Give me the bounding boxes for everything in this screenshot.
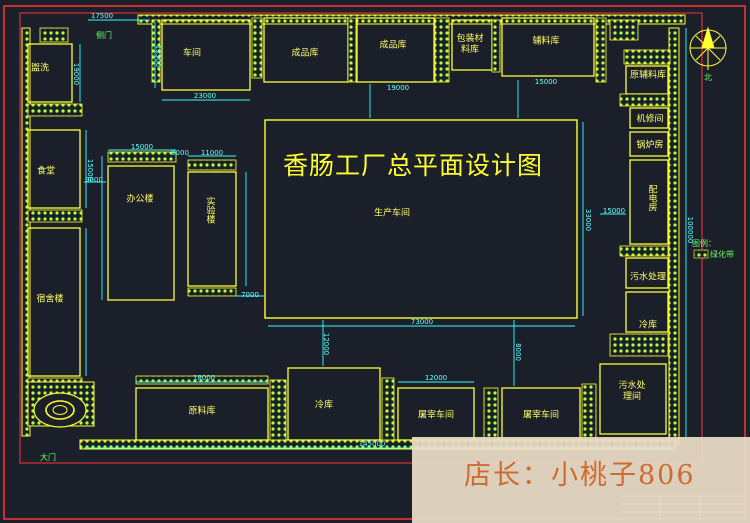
gate-label: 大门	[40, 453, 56, 462]
mid-buildings	[107, 165, 237, 301]
dim-label: 9000	[85, 176, 103, 184]
room-label-right3: 锅炉房	[636, 140, 664, 151]
dim-label: 13500	[154, 44, 162, 68]
room-label-top5: 辅料库	[532, 36, 560, 47]
room-label-mid1: 办公楼	[126, 194, 154, 205]
dim-label: 19000	[386, 84, 410, 92]
dim-label: 12000	[322, 332, 330, 356]
room-label-right6: 冷库	[638, 320, 658, 331]
left-hatch-strips	[27, 27, 83, 385]
dim-label: 15000	[602, 207, 626, 215]
room-label-top4: 包装材料库	[456, 34, 484, 55]
right-hatch-strips	[609, 49, 671, 357]
room-label-mid2: 实验楼	[204, 196, 215, 224]
dim-label: 19000	[72, 62, 80, 86]
legend-item: 绿化带	[710, 250, 734, 259]
dim-label: 33000	[584, 208, 592, 232]
room-label-right2: 机修间	[636, 114, 664, 125]
dim-label: 73000	[410, 318, 434, 326]
watermark-text: 店长：小桃子806	[464, 460, 696, 491]
room-label-right1: 原辅料库	[629, 70, 667, 81]
dim-label: 11000	[200, 149, 224, 157]
production-hall	[264, 119, 578, 319]
right-buildings	[599, 65, 669, 435]
dim-label: 18000	[192, 374, 216, 382]
room-label-left3: 宿舍楼	[36, 294, 64, 305]
green-belt-right	[668, 27, 680, 444]
dim-label: 17500	[90, 12, 114, 20]
mid-hatch-strips	[107, 151, 237, 297]
legend-swatch	[693, 249, 709, 259]
room-label-right5: 污水处理	[629, 272, 667, 283]
legend-label: 图例：	[692, 239, 716, 248]
room-label-bottom2: 冷库	[314, 400, 334, 411]
room-label-bottom1: 原料库	[188, 406, 216, 417]
dim-label: 9000	[171, 149, 189, 157]
room-label-right4: 配电房	[646, 184, 657, 212]
room-label-top2: 成品库	[291, 48, 319, 59]
room-label-top1: 车间	[182, 48, 202, 59]
room-label-left2: 食堂	[36, 166, 56, 177]
dim-label: 7000	[241, 291, 259, 299]
north-label: 北	[704, 73, 712, 82]
top-buildings	[161, 17, 595, 91]
room-label-bottom3: 屠宰车间	[417, 410, 455, 421]
top-hatch-strips	[151, 17, 639, 83]
dim-label: 12000	[424, 374, 448, 382]
dim-label: 15000	[86, 158, 94, 182]
dim-label: 145000	[358, 440, 386, 448]
room-label-bottom5: 污水处理间	[618, 381, 646, 402]
inner-frame	[19, 12, 703, 464]
bottom-hatch-strips	[135, 375, 597, 441]
left-buildings	[27, 43, 81, 377]
watermark-panel	[412, 437, 750, 523]
roundabout-icon	[27, 381, 95, 428]
green-belt-top	[137, 14, 686, 25]
dim-label: 8000	[514, 343, 522, 361]
dim-label: 15000	[534, 78, 558, 86]
dim-label: 15000	[130, 143, 154, 151]
room-label-left1: 盥洗	[30, 63, 50, 74]
dim-label: 23000	[193, 92, 217, 100]
room-label-top3: 成品库	[379, 40, 407, 51]
plan-title: 香肠工厂总平面设计图	[283, 151, 544, 180]
side-gate-label: 侧门	[96, 31, 112, 40]
north-arrow-icon	[689, 26, 727, 70]
room-label-bottom4: 屠宰车间	[522, 410, 560, 421]
green-belt-left	[21, 27, 31, 437]
outer-frame	[3, 5, 746, 520]
room-label-center: 生产车间	[373, 208, 411, 219]
dim-label: 100000	[686, 216, 694, 244]
